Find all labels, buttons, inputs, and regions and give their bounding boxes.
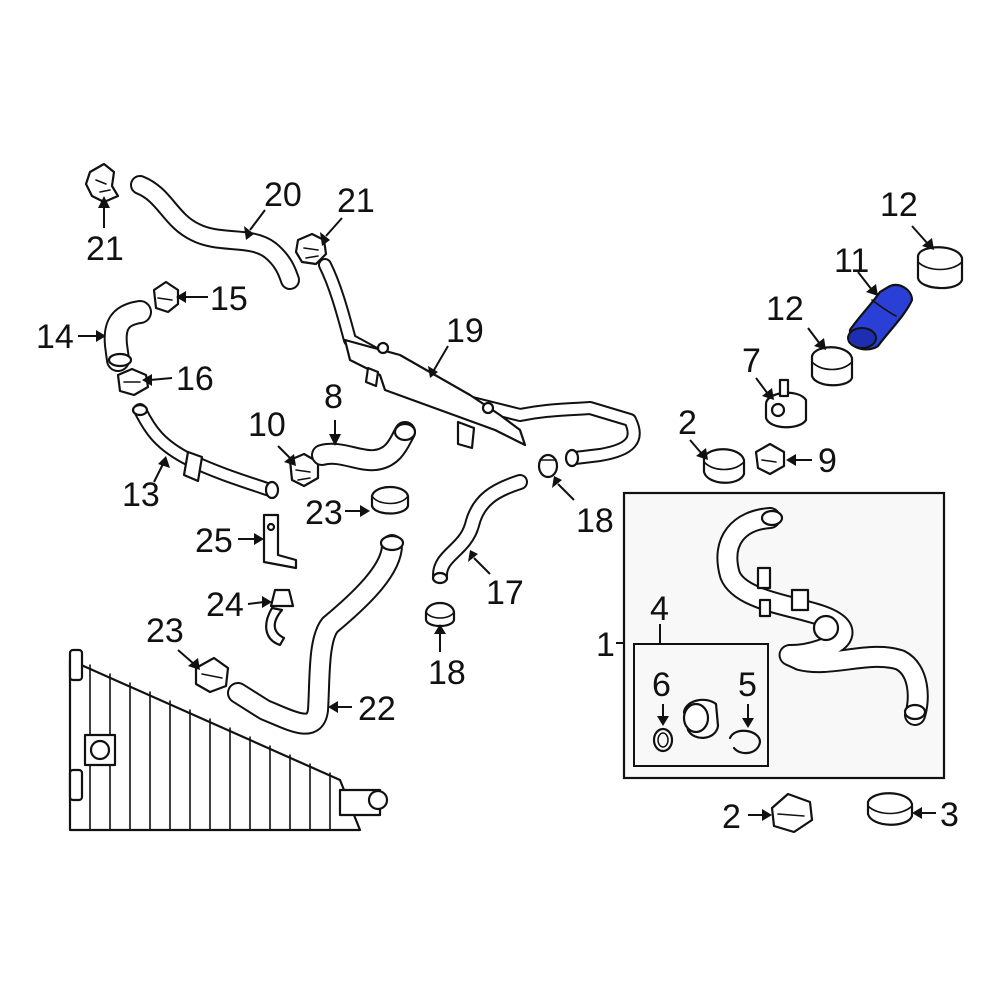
hose-11-highlighted [847,283,914,351]
callout-8: 8 [324,378,343,416]
repair-kit-box-4 [633,643,769,767]
callout-2: 2 [678,404,697,442]
clamp-18-lower [424,601,456,628]
callout-16: 16 [176,360,214,398]
callout-6: 6 [652,666,671,704]
callout-17: 17 [486,574,524,612]
callout-2: 2 [722,798,741,836]
clamp-10 [288,452,320,488]
callout-5: 5 [738,666,757,704]
callout-4: 4 [650,590,669,628]
pipe-13 [131,403,280,500]
callout-14: 14 [36,318,74,356]
callout-10: 10 [248,406,286,444]
clamp-2-upper [702,448,746,484]
hose-17 [431,474,528,585]
callout-19: 19 [446,312,484,350]
clamp-21-left [84,162,120,204]
callout-11: 11 [834,242,869,280]
callout-labels: 21 20 21 15 14 16 13 10 8 23 25 24 23 22… [36,176,959,836]
callout-21: 21 [337,182,375,220]
clamp-2-lower [770,792,814,834]
clamp-12-upper [916,246,964,290]
callout-9: 9 [818,442,837,480]
callout-20: 20 [264,176,302,214]
clamp-15 [152,280,180,314]
callout-24: 24 [206,586,244,624]
clip-24 [265,588,295,647]
clamp-23-upper [370,485,410,515]
clamp-9 [754,442,786,476]
hose-20 [130,175,300,290]
clamp-16 [116,367,150,397]
callout-13: 13 [122,476,160,514]
callout-3: 3 [940,796,959,834]
pipe-assembly-19 [318,258,641,468]
callout-22: 22 [358,690,396,728]
callout-18: 18 [576,502,614,540]
leader-lines [78,196,936,821]
clamp-18-upper [537,453,559,479]
elbow-hose-14 [103,300,152,372]
valve-7 [764,378,808,429]
bracket-25 [262,513,298,570]
callout-12: 12 [880,186,918,224]
radiator [68,648,389,832]
callout-1: 1 [596,626,615,664]
callout-15: 15 [210,280,248,318]
callout-25: 25 [195,522,233,560]
callout-12: 12 [766,290,804,328]
clamp-23-lower [194,656,230,694]
clamp-3 [866,792,914,826]
hose-8 [311,421,417,472]
clamp-21-right [294,232,328,266]
callout-7: 7 [742,342,761,380]
callout-23: 23 [305,494,343,532]
callout-21: 21 [86,230,124,268]
clamp-12-lower [810,346,854,387]
hose-22 [227,534,405,735]
callout-23: 23 [146,612,184,650]
callout-18: 18 [428,654,466,692]
